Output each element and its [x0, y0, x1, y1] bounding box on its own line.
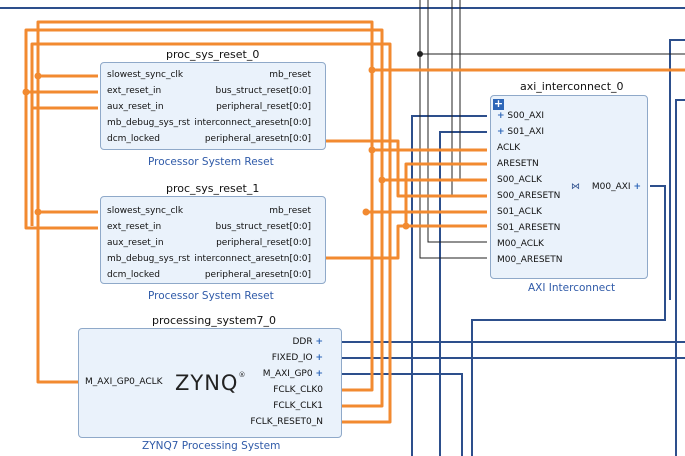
net-aresetn[interactable]: [404, 162, 487, 226]
axi-interconnect-0-block[interactable]: + + S00_AXI + S01_AXI ACLK ARESETN S00_A…: [490, 95, 648, 279]
pin-bus-struct-reset[interactable]: bus_struct_reset[0:0]: [215, 86, 311, 96]
net-black-4[interactable]: [451, 0, 487, 197]
net-rst0-aresetn[interactable]: [326, 139, 487, 198]
processing-system7-0-title: processing_system7_0: [152, 314, 277, 327]
pin-peripheral-aresetn[interactable]: peripheral_aresetn[0:0]: [204, 134, 311, 144]
axi-interconnect-0-title: axi_interconnect_0: [520, 80, 624, 93]
net-m-axi-gp0[interactable]: [342, 373, 463, 456]
pin-s00-axi[interactable]: + S00_AXI: [497, 111, 545, 121]
pin-slowest-sync-clk[interactable]: slowest_sync_clk: [107, 206, 184, 216]
net-s00-axi[interactable]: [411, 115, 487, 456]
pin-mb-debug-sys-rst[interactable]: mb_debug_sys_rst: [107, 254, 190, 264]
pin-peripheral-aresetn[interactable]: peripheral_aresetn[0:0]: [204, 270, 311, 280]
net-fclk-clk0[interactable]: [36, 20, 374, 392]
pin-mb-reset[interactable]: mb_reset: [269, 70, 311, 80]
pin-s01-axi[interactable]: + S01_AXI: [497, 127, 545, 137]
net-clk1-to-rst1[interactable]: [24, 92, 98, 230]
proc-sys-reset-1-block[interactable]: slowest_sync_clk ext_reset_in aux_reset_…: [100, 196, 326, 284]
junction-dot: [417, 51, 423, 57]
proc-sys-reset-1-title: proc_sys_reset_1: [166, 182, 260, 195]
proc-sys-reset-0-block[interactable]: slowest_sync_clk ext_reset_in aux_reset_…: [100, 62, 326, 150]
pin-mb-debug-sys-rst[interactable]: mb_debug_sys_rst: [107, 118, 190, 128]
pin-m-axi-gp0[interactable]: M_AXI_GP0 +: [262, 369, 323, 379]
pin-fclk-clk1[interactable]: FCLK_CLK1: [273, 401, 323, 411]
proc-sys-reset-0-subtitle: Processor System Reset: [148, 156, 274, 168]
pin-bus-struct-reset[interactable]: bus_struct_reset[0:0]: [215, 222, 311, 232]
net-rst1-aresetn[interactable]: [326, 224, 487, 260]
orange-nets: [24, 20, 685, 424]
pin-slowest-sync-clk[interactable]: slowest_sync_clk: [107, 70, 184, 80]
expand-plus-icon[interactable]: +: [493, 97, 504, 110]
pin-aclk[interactable]: ACLK: [497, 143, 521, 153]
pin-dcm-locked[interactable]: dcm_locked: [107, 270, 161, 280]
pin-s01-aclk[interactable]: S01_ACLK: [497, 207, 542, 217]
pin-ext-reset-in[interactable]: ext_reset_in: [107, 222, 162, 232]
net-right-2[interactable]: [675, 99, 685, 456]
pin-m00-axi[interactable]: M00_AXI +: [591, 182, 641, 192]
net-m00-axi[interactable]: [471, 185, 666, 456]
net-s01-axi[interactable]: [439, 131, 487, 456]
axi-interconnect-0-subtitle: AXI Interconnect: [528, 282, 616, 294]
pin-fclk-reset0-n[interactable]: FCLK_RESET0_N: [250, 417, 323, 427]
blue-nets: [0, 7, 685, 456]
orange-junctions: [22, 66, 410, 230]
crossbar-icon: ⋈: [571, 182, 580, 192]
pin-m00-aclk[interactable]: M00_ACLK: [497, 239, 544, 249]
net-fclk-clk1[interactable]: [24, 28, 384, 408]
pin-fclk-clk0[interactable]: FCLK_CLK0: [273, 385, 323, 395]
pin-mb-reset[interactable]: mb_reset: [269, 206, 311, 216]
net-black-1[interactable]: [419, 0, 487, 259]
net-black-5[interactable]: [459, 0, 487, 181]
pin-ext-reset-in[interactable]: ext_reset_in: [107, 86, 162, 96]
proc-sys-reset-0-title: proc_sys_reset_0: [166, 48, 260, 61]
pin-peripheral-reset[interactable]: peripheral_reset[0:0]: [216, 238, 311, 248]
zynq-logo: ZYNQ®: [175, 371, 247, 395]
pin-m-axi-gp0-aclk[interactable]: M_AXI_GP0_ACLK: [85, 377, 163, 387]
pin-interconnect-aresetn[interactable]: interconnect_aresetn[0:0]: [194, 254, 311, 264]
net-fclk-reset[interactable]: [30, 42, 392, 424]
pin-s00-aresetn[interactable]: S00_ARESETN: [497, 191, 561, 201]
pin-aresetn[interactable]: ARESETN: [497, 159, 539, 169]
proc-sys-reset-1-subtitle: Processor System Reset: [148, 290, 274, 302]
pin-aux-reset-in[interactable]: aux_reset_in: [107, 102, 164, 112]
pin-s00-aclk[interactable]: S00_ACLK: [497, 175, 542, 185]
pin-fixed-io[interactable]: FIXED_IO +: [271, 353, 323, 363]
pin-aux-reset-in[interactable]: aux_reset_in: [107, 238, 164, 248]
pin-s01-aresetn[interactable]: S01_ARESETN: [497, 223, 561, 233]
pin-peripheral-reset[interactable]: peripheral_reset[0:0]: [216, 102, 311, 112]
pin-m00-aresetn[interactable]: M00_ARESETN: [497, 255, 563, 265]
processing-system7-0-subtitle: ZYNQ7 Processing System: [142, 440, 281, 452]
net-black-2[interactable]: [427, 0, 487, 243]
net-right-1[interactable]: [669, 39, 685, 300]
processing-system7-0-block[interactable]: M_AXI_GP0_ACLK ZYNQ® DDR + FIXED_IO + M_…: [78, 328, 342, 438]
pin-dcm-locked[interactable]: dcm_locked: [107, 134, 161, 144]
pin-interconnect-aresetn[interactable]: interconnect_aresetn[0:0]: [194, 118, 311, 128]
pin-ddr[interactable]: DDR +: [292, 337, 323, 347]
